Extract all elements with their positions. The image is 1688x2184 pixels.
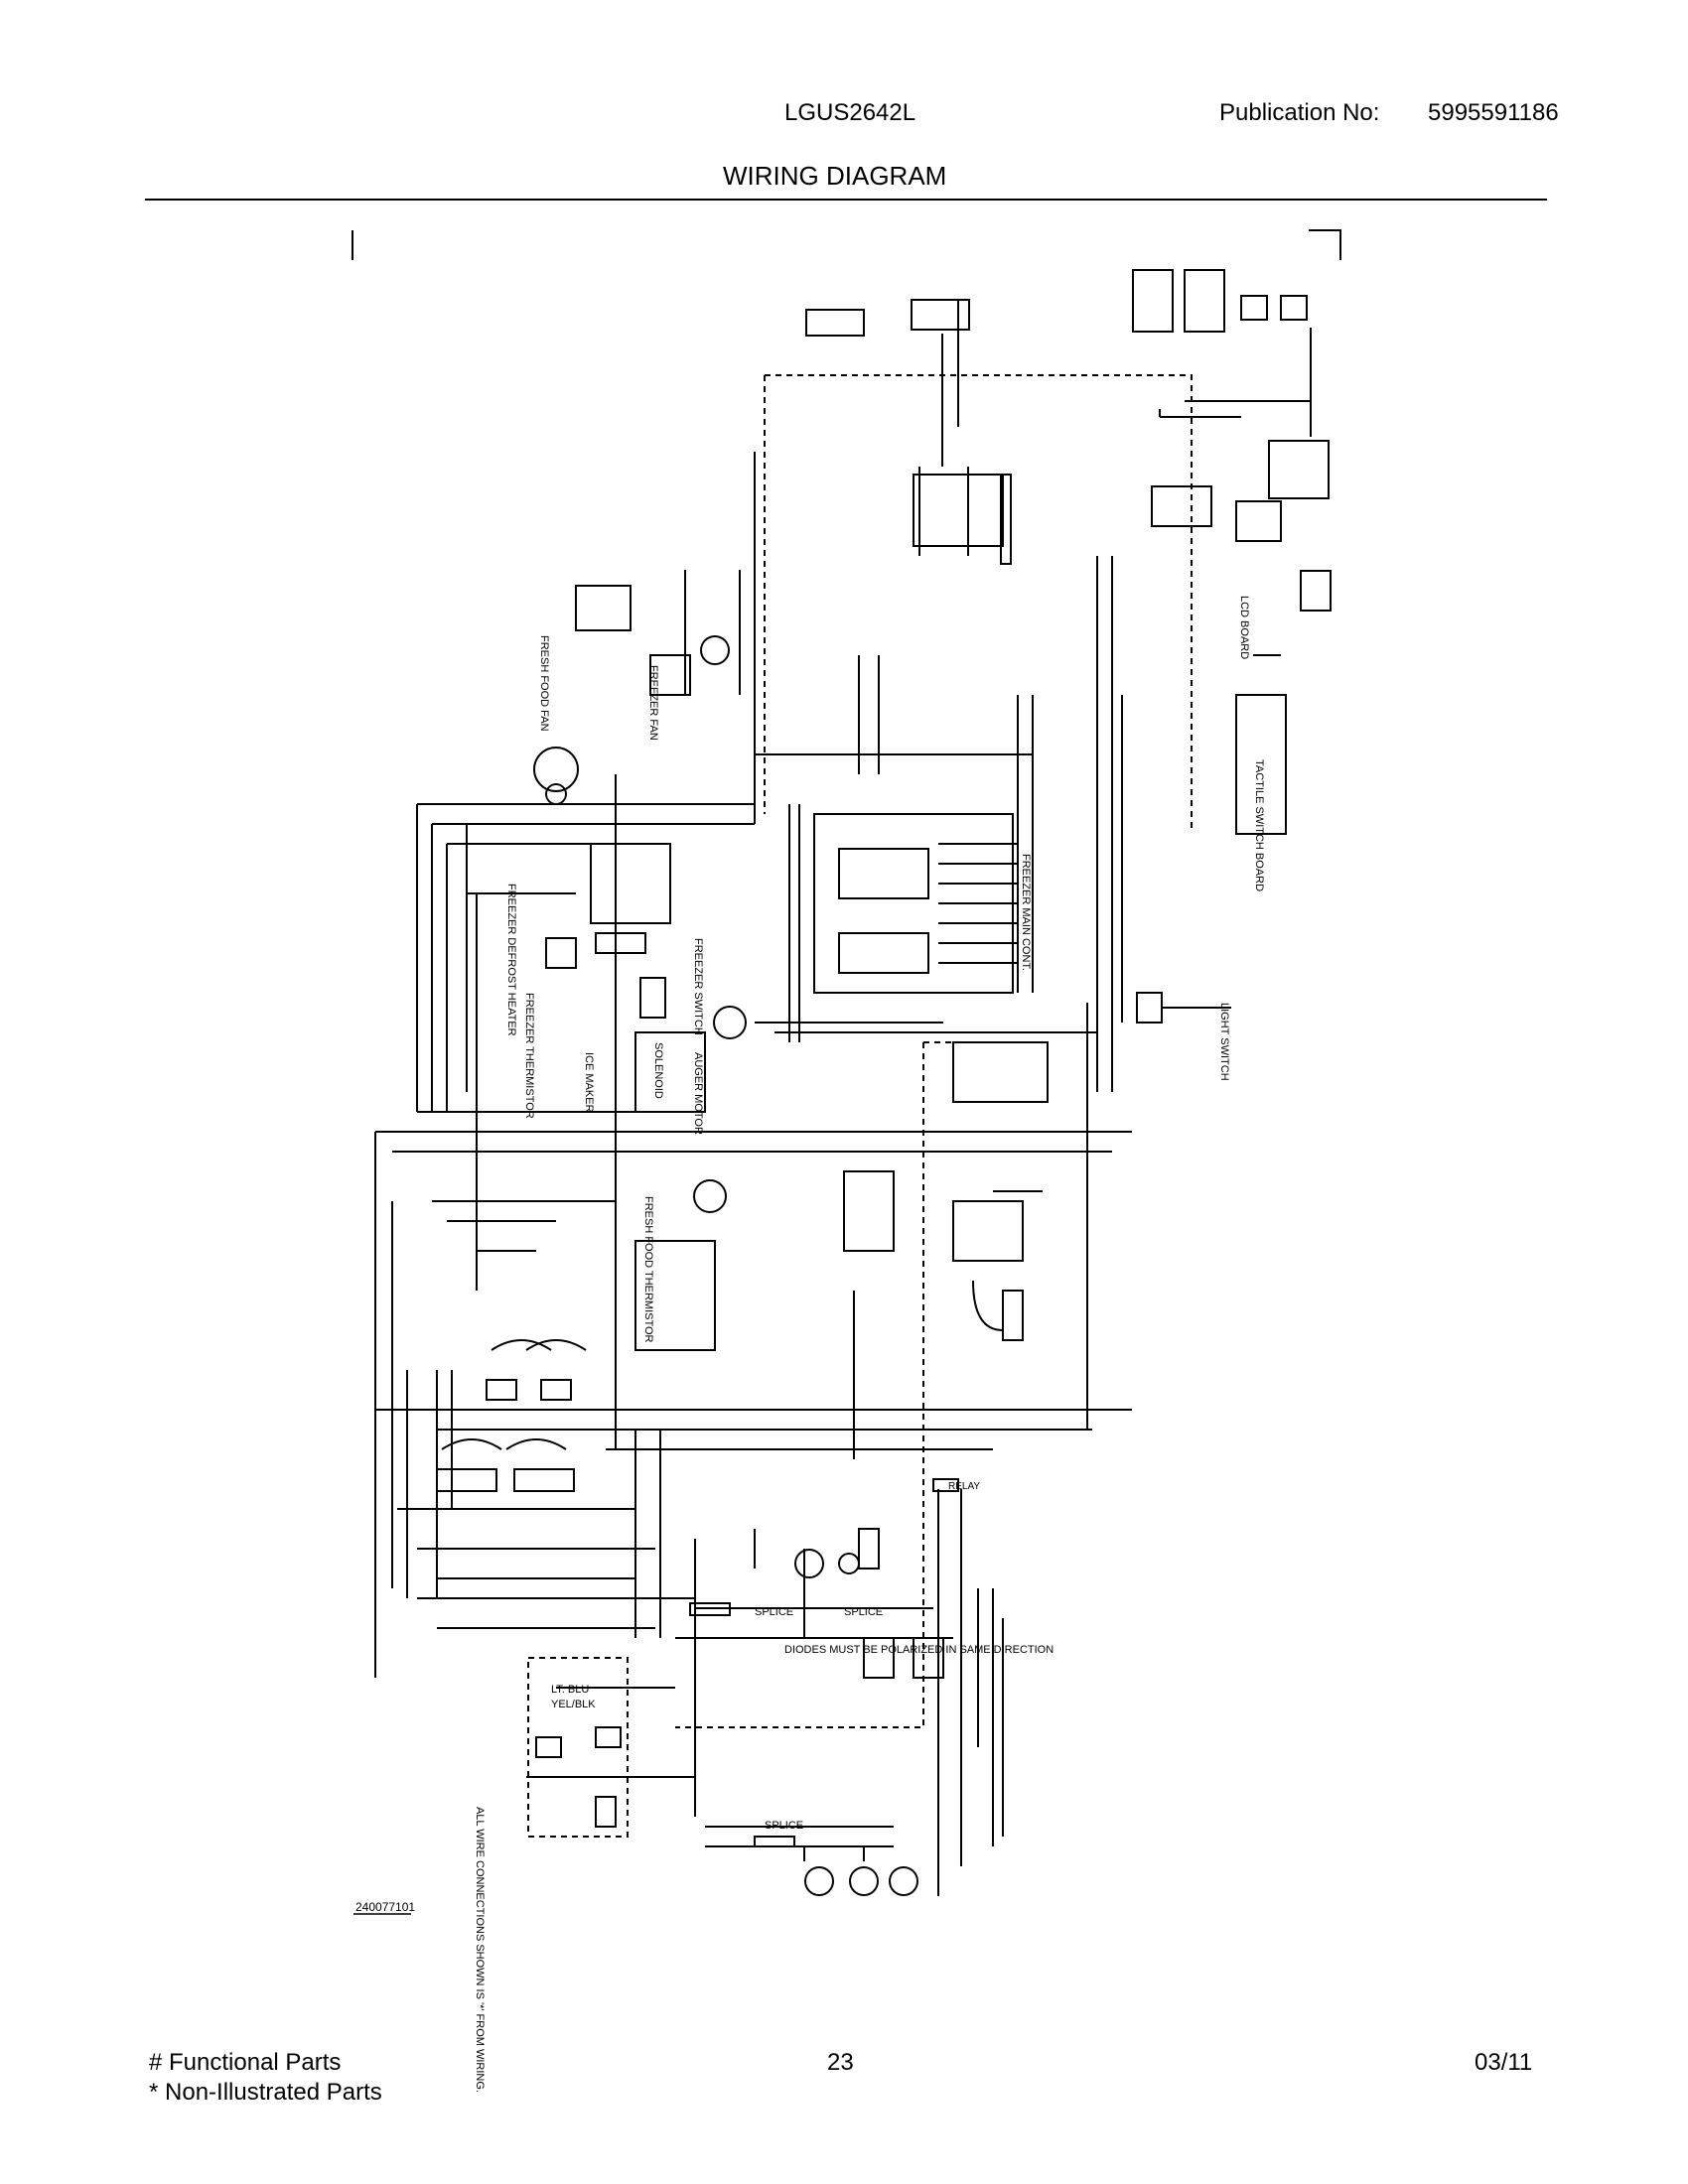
freezer-switch-label: FREEZER SWITCH [692,938,704,1035]
auger-motor-label: AUGER MOTOR [692,1052,704,1135]
splice-label-2: SPLICE [844,1606,883,1618]
tactile-switch-board-label: TACTILE SWITCH BOARD [1253,759,1265,891]
publication-number: 5995591186 [1428,99,1559,126]
freezer-defrost-heater-label: FREEZER DEFROST HEATER [505,884,517,1036]
drawing-number: 240077101 [355,1900,415,1914]
page-number: 23 [827,2049,854,2076]
solenoid-label: SOLENOID [652,1042,664,1099]
light-switch-label: LIGHT SWITCH [1218,1003,1230,1081]
ac-note: ALL WIRE CONNECTIONS SHOWN IS '*' FROM W… [474,1807,486,2093]
freezer-fan-label: FREEZER FAN [647,665,659,741]
freezer-main-control-label: FREEZER MAIN CONT. [1020,854,1032,971]
ice-maker-label: ICE MAKER [583,1052,595,1113]
legend-non-illustrated-parts: * Non-Illustrated Parts [149,2079,382,2106]
page-title: WIRING DIAGRAM [723,161,947,191]
lt-blu-label: LT. BLU [551,1684,589,1696]
legend-functional-parts: # Functional Parts [149,2049,342,2076]
model-number: LGUS2642L [784,99,916,126]
lcd-board-label: LCD BOARD [1238,596,1250,659]
publication-label: Publication No: [1219,99,1380,126]
splice-note: DIODES MUST BE POLARIZED IN SAME DIRECTI… [784,1644,1054,1656]
fresh-food-thermistor-label: FRESH FOOD THERMISTOR [642,1196,654,1343]
freezer-thermistor-label: FREEZER THERMISTOR [523,993,535,1119]
header-divider [145,199,1547,201]
splice-label-3: SPLICE [765,1820,803,1832]
revision-date: 03/11 [1475,2049,1533,2076]
relay-label: RELAY [948,1481,980,1492]
yel-blk-label: YEL/BLK [551,1699,596,1710]
fresh-food-fan-label: FRESH FOOD FAN [538,635,550,732]
splice-label-1: SPLICE [755,1606,793,1618]
